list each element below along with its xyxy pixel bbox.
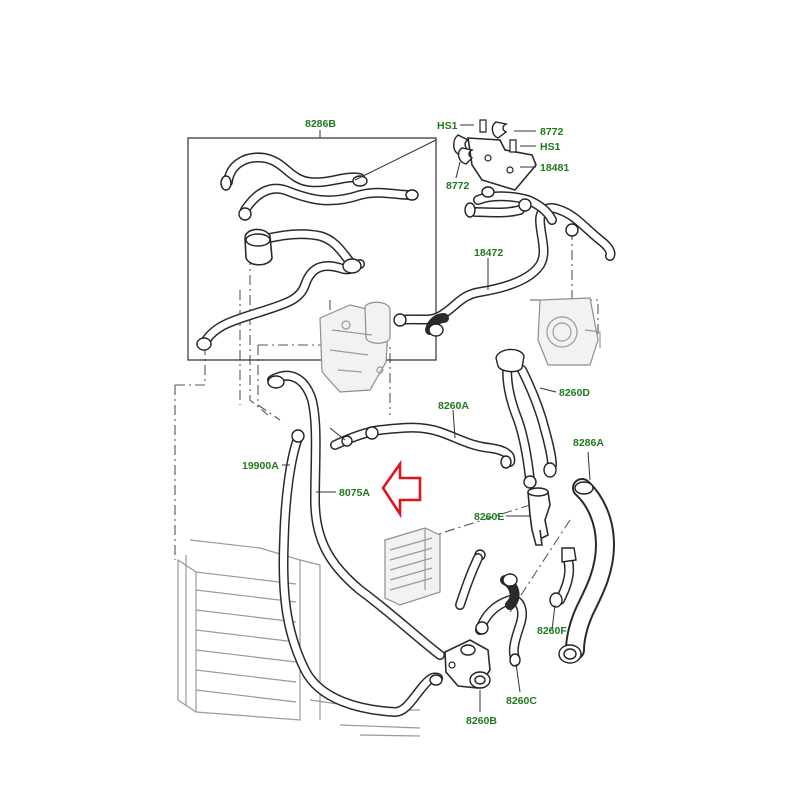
bracket-18481 — [453, 119, 537, 191]
hose-8260d — [495, 348, 557, 489]
callout-hs1-top: HS1 — [437, 120, 458, 132]
hose-8260f — [549, 547, 577, 608]
hose-8286b-lower — [196, 228, 365, 351]
callout-8260b: 8260B — [466, 715, 497, 727]
callout-hs1-right: HS1 — [540, 141, 561, 153]
engine-block-ghost — [319, 301, 391, 393]
callout-8260f: 8260F — [537, 625, 567, 637]
callout-8286b: 8286B — [305, 118, 336, 130]
callout-18472: 18472 — [474, 247, 503, 259]
callout-8260a: 8260A — [438, 400, 469, 412]
thermostat-housing-8260b — [444, 639, 491, 689]
callout-8260e: 8260E — [474, 511, 504, 523]
callout-8075a: 8075A — [339, 487, 370, 499]
hose-8075a — [267, 370, 445, 660]
hose-8286b-upper — [220, 152, 419, 221]
group-box-8286b — [187, 137, 437, 361]
callout-18481: 18481 — [540, 162, 569, 174]
leader-lines — [282, 124, 591, 712]
callout-8260d: 8260D — [559, 387, 590, 399]
callout-8260c: 8260C — [506, 695, 537, 707]
callout-19900a: 19900A — [242, 460, 279, 472]
hose-8260a — [329, 422, 516, 469]
callout-8772-left: 8772 — [446, 180, 470, 192]
callout-8772-top: 8772 — [540, 126, 564, 138]
red-outline-arrow-icon — [381, 459, 422, 519]
callout-8286a: 8286A — [573, 437, 604, 449]
connector-8260e — [527, 487, 551, 546]
hose-8260c — [455, 549, 527, 667]
hose-19900a — [278, 429, 443, 717]
radiator-outline — [177, 539, 421, 737]
hose-18472 — [393, 186, 616, 337]
callout-labels: 8286B HS1 8772 HS1 18481 8772 18472 8260… — [242, 118, 604, 727]
oil-cooler — [384, 527, 441, 606]
hose-8286a — [558, 478, 615, 664]
throttle-body-ghost — [537, 297, 601, 366]
